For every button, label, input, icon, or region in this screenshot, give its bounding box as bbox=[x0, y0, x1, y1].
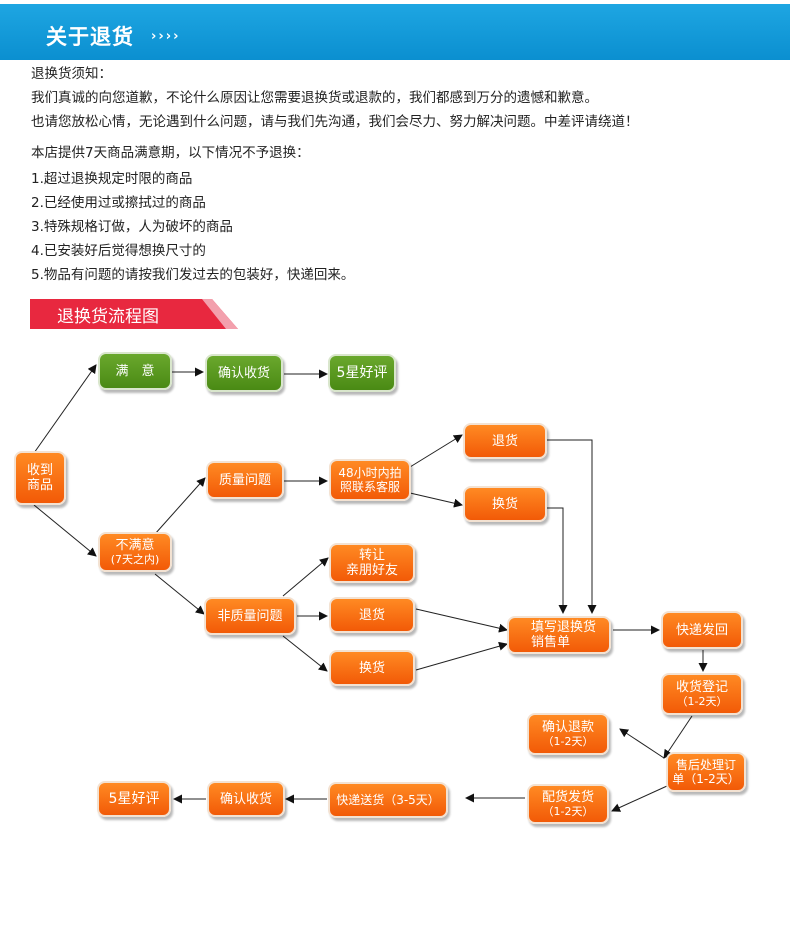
node-sublabel: (7天之内) bbox=[110, 553, 160, 566]
arrow bbox=[154, 477, 206, 535]
node-label: 快递发回 bbox=[675, 622, 728, 638]
unsatisfied-node: 不满意 (7天之内) bbox=[98, 532, 172, 572]
satisfied-node: 满 意 bbox=[98, 352, 172, 390]
return-goods-node: 退货 bbox=[329, 597, 415, 633]
arrow bbox=[619, 728, 665, 759]
node-sublabel: （1-2天） bbox=[542, 735, 594, 748]
node-label: 48小时内拍 bbox=[338, 466, 402, 480]
contact-service-node: 48小时内拍 照联系客服 bbox=[329, 459, 411, 501]
arrow bbox=[415, 641, 508, 671]
fill-return-form-node: 填写退换货 销售单 bbox=[507, 616, 611, 654]
node-label: 不满意 bbox=[115, 538, 155, 553]
notice-item: 4.已安装好后觉得想换尺寸的 bbox=[31, 243, 206, 259]
header-bar: 关于退货 ›››› bbox=[0, 4, 790, 60]
node-label: 销售单 bbox=[531, 635, 571, 650]
arrow bbox=[415, 608, 508, 633]
section-title: 退换货流程图 bbox=[57, 307, 159, 327]
ship-back-node: 快递发回 bbox=[661, 611, 743, 649]
arrow bbox=[282, 635, 328, 672]
node-label: 转让 bbox=[358, 548, 385, 563]
node-label: 5星好评 bbox=[108, 790, 160, 807]
chevron-right-icon: ›››› bbox=[151, 29, 181, 44]
notice-item: 1.超过退换规定时限的商品 bbox=[31, 171, 193, 187]
arrow bbox=[611, 785, 668, 812]
node-label: 退货 bbox=[491, 433, 518, 449]
exchange-goods-node: 换货 bbox=[463, 486, 547, 522]
node-label: 亲朋好友 bbox=[345, 563, 398, 578]
quality-issue-node: 质量问题 bbox=[206, 461, 284, 499]
notice-heading: 退换货须知： bbox=[31, 66, 112, 82]
received-goods-node: 收到 商品 bbox=[14, 451, 66, 505]
arrow bbox=[282, 557, 329, 597]
notice-item: 2.已经使用过或擦拭过的商品 bbox=[31, 195, 206, 211]
node-sublabel: （1-2天） bbox=[542, 805, 594, 818]
node-label: 确认收货 bbox=[217, 365, 270, 381]
section-banner bbox=[30, 299, 238, 329]
node-label: 配货发货 bbox=[541, 790, 594, 805]
arrow bbox=[663, 715, 693, 759]
node-label: 单（1-2天） bbox=[672, 772, 740, 786]
arrow bbox=[547, 507, 568, 614]
five-star-review-node: 5星好评 bbox=[97, 781, 171, 817]
confirm-receipt-node: 确认收货 bbox=[205, 354, 283, 392]
receipt-register-node: 收货登记 （1-2天） bbox=[661, 673, 743, 715]
non-quality-issue-node: 非质量问题 bbox=[204, 597, 296, 635]
notice-item: 5.物品有问题的请按我们发过去的包装好，快递回来。 bbox=[31, 267, 355, 283]
dispatch-goods-node: 配货发货 （1-2天） bbox=[527, 784, 609, 824]
exchange-goods-node: 换货 bbox=[329, 650, 415, 686]
node-label: 确认退款 bbox=[541, 720, 594, 735]
node-label: 质量问题 bbox=[218, 472, 271, 488]
arrow bbox=[409, 434, 463, 468]
transfer-friends-node: 转让 亲朋好友 bbox=[329, 543, 415, 583]
notice-line: 我们真诚的向您道歉，不论什么原因让您需要退换货或退款的，我们都感到万分的遗憾和歉… bbox=[31, 90, 598, 106]
after-sales-processing-node: 售后处理订 单（1-2天） bbox=[666, 752, 746, 792]
arrow bbox=[33, 364, 97, 454]
node-label: 售后处理订 bbox=[675, 758, 736, 772]
five-star-review-node: 5星好评 bbox=[328, 354, 396, 392]
node-label: 收货登记 bbox=[675, 680, 728, 695]
node-label: 满 意 bbox=[115, 363, 155, 379]
node-label: 填写退换货 bbox=[531, 620, 597, 635]
node-label: 照联系客服 bbox=[339, 480, 400, 494]
node-label: 确认收货 bbox=[219, 791, 272, 807]
node-label: 换货 bbox=[491, 496, 518, 512]
confirm-receipt-node: 确认收货 bbox=[207, 781, 285, 817]
header-title: 关于退货 bbox=[46, 25, 134, 49]
notice-item: 3.特殊规格订做，人为破坏的商品 bbox=[31, 219, 233, 235]
express-delivery-node: 快递送货（3-5天） bbox=[328, 782, 448, 818]
node-label: 换货 bbox=[358, 660, 385, 676]
node-label: 快递送货（3-5天） bbox=[336, 792, 440, 807]
confirm-refund-node: 确认退款 （1-2天） bbox=[527, 713, 609, 755]
node-label: 商品 bbox=[26, 478, 53, 493]
arrow bbox=[154, 573, 205, 615]
return-goods-node: 退货 bbox=[463, 423, 547, 459]
arrow bbox=[409, 492, 463, 508]
node-label: 非质量问题 bbox=[217, 608, 283, 624]
node-label: 收到 bbox=[26, 463, 53, 478]
notice-line: 也请您放松心情，无论遇到什么问题，请与我们先沟通，我们会尽力、努力解决问题。中差… bbox=[31, 114, 639, 130]
node-label: 退货 bbox=[358, 607, 385, 623]
node-sublabel: （1-2天） bbox=[676, 695, 728, 708]
arrow bbox=[547, 439, 597, 614]
node-label: 5星好评 bbox=[336, 364, 388, 381]
arrow bbox=[33, 504, 97, 557]
notice-policy: 本店提供7天商品满意期，以下情况不予退换： bbox=[31, 145, 310, 161]
